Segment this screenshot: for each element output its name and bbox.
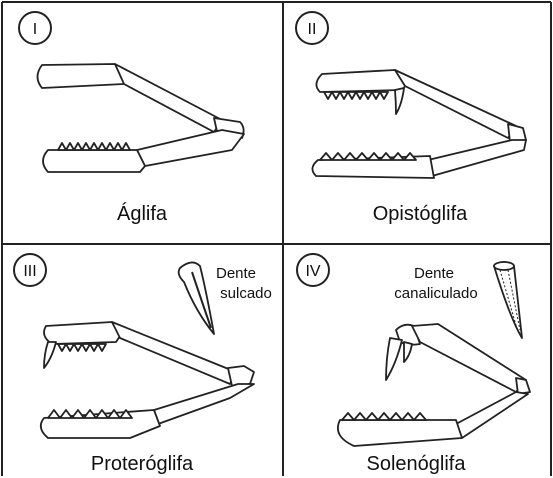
tooth-note-line2-canaliculado: canaliculado <box>394 285 477 302</box>
panel-opistoglifa: II Opistóglifa <box>296 12 526 225</box>
tooth-note-line1-canaliculado: Dente <box>414 265 454 282</box>
canaliculated-tooth-illustration <box>494 262 522 338</box>
grooved-tooth-illustration <box>179 262 214 334</box>
type-label-aglifa: Áglifa <box>117 202 168 225</box>
panel-aglifa: I Áglifa <box>19 12 244 225</box>
roman-numeral-1: I <box>33 21 37 38</box>
tooth-note-line1-sulcado: Dente <box>216 265 256 282</box>
panel-solenoglifa: IV Dente canaliculado Solenóglifa <box>297 254 530 475</box>
panel-proteroglifa: III Dente sulcado Proteróglifa <box>14 254 272 475</box>
roman-numeral-2: II <box>308 21 317 38</box>
roman-numeral-4: IV <box>305 263 320 280</box>
type-label-opistoglifa: Opistóglifa <box>373 203 468 225</box>
jaw-aglifa <box>38 64 245 172</box>
jaw-opistoglifa <box>312 70 526 178</box>
roman-numeral-3: III <box>23 263 36 280</box>
type-label-solenoglifa: Solenóglifa <box>367 453 467 475</box>
jaw-proteroglifa <box>41 322 254 438</box>
type-label-proteroglifa: Proteróglifa <box>91 453 194 475</box>
jaw-solenoglifa <box>338 324 530 446</box>
tooth-note-line2-sulcado: sulcado <box>220 285 272 302</box>
